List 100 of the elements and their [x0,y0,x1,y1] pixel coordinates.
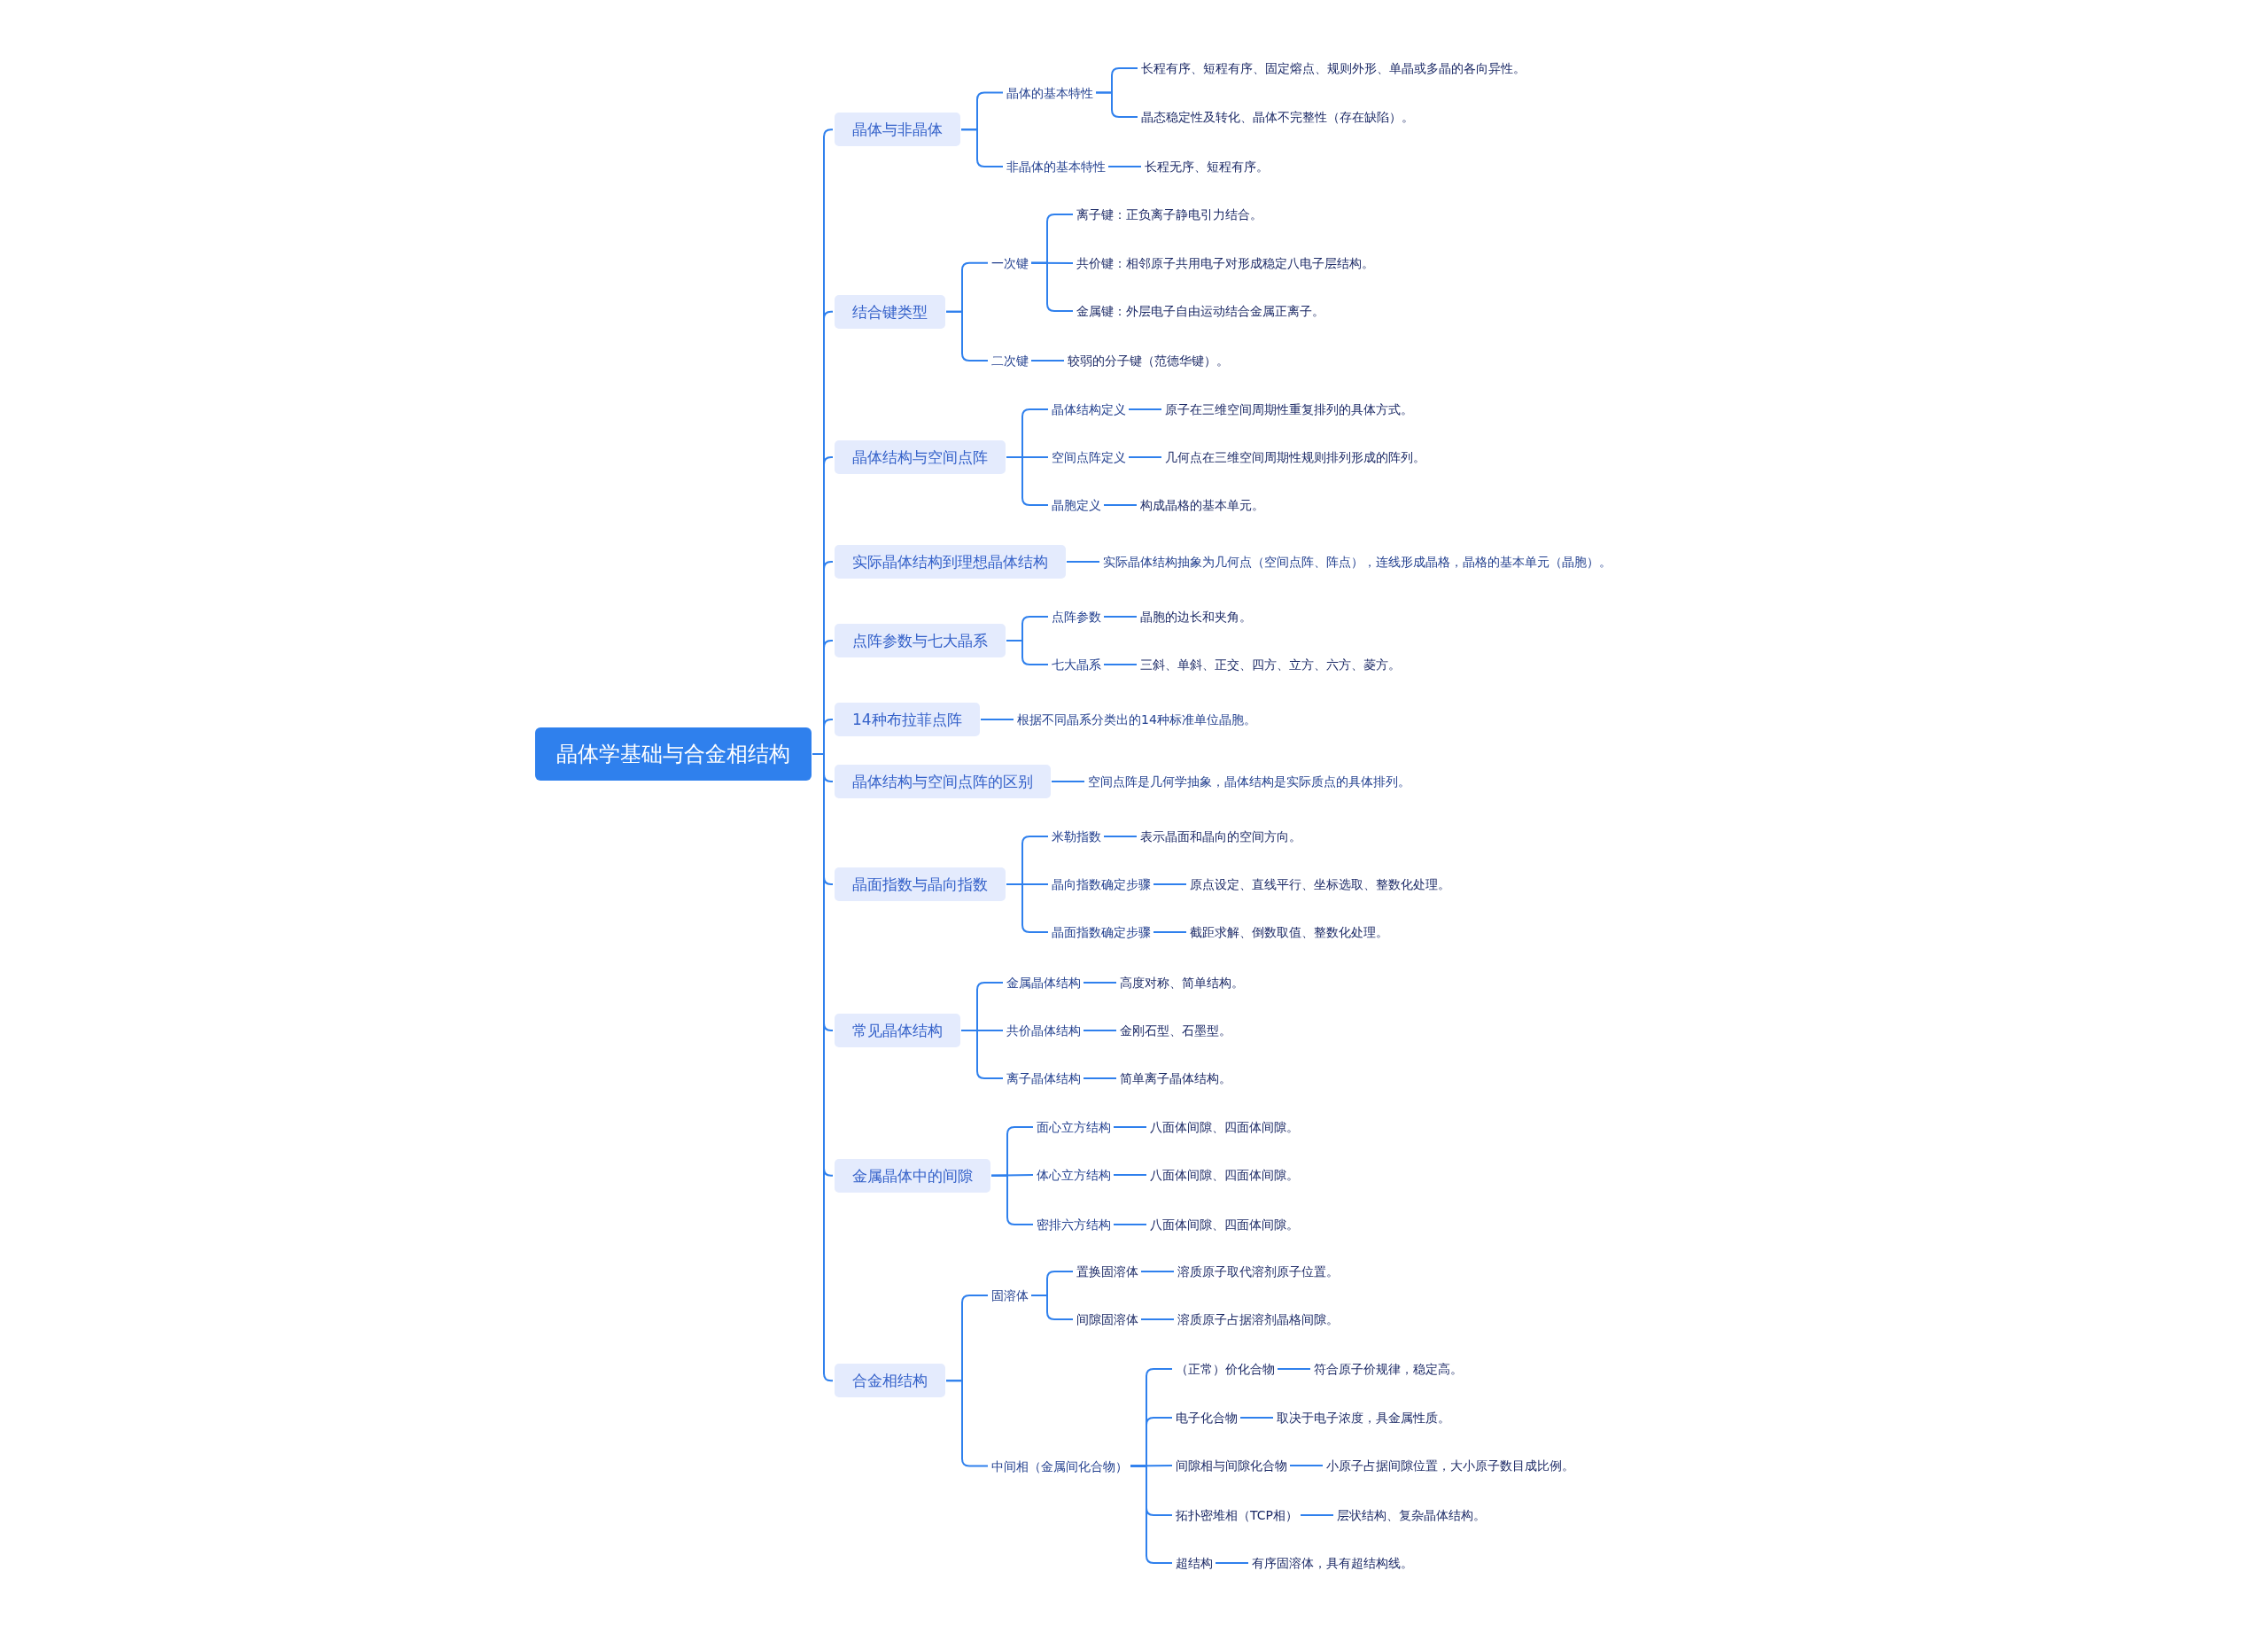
connector-line [1006,883,1049,933]
detail-text: 实际晶体结构抽象为几何点（空间点阵、阵点），连线形成晶格，晶格的基本单元（晶胞）。 [1101,553,1613,571]
subtopic-text: 中间相（金属间化合物） [990,1457,1130,1475]
subtopic-text: （正常）价化合物 [1174,1360,1277,1378]
detail-text: 高度对称、简单结构。 [1118,974,1246,991]
connector-line [980,719,1014,720]
detail-text: 溶质原子占据溶剂晶格间隙。 [1176,1310,1340,1328]
detail-text: 晶态稳定性及转化、晶体不完整性（存在缺陷）。 [1139,108,1416,126]
subtopic-text: 非晶体的基本特性 [1005,158,1107,175]
connector-line [1128,456,1162,458]
connector-line [1130,1465,1173,1564]
connector-line [1140,1318,1175,1320]
detail-text: 八面体间隙、四面体间隙。 [1148,1118,1301,1136]
detail-text: 长程无序、短程有序。 [1143,158,1270,175]
connector-line [1153,883,1187,885]
main-topic-box: 点阵参数与七大晶系 [835,624,1006,657]
detail-text: 原点设定、直线平行、坐标选取、整数化处理。 [1188,875,1452,893]
detail-text: 空间点阵是几何学抽象，晶体结构是实际质点的具体排列。 [1086,773,1412,790]
subtopic-text: 晶胞定义 [1050,496,1103,514]
subtopic-text: 置换固溶体 [1075,1263,1140,1280]
connector-line [1095,91,1138,118]
detail-text: 长程有序、短程有序、固定熔点、规则外形、单晶或多晶的各向异性。 [1139,59,1527,77]
subtopic-text: 七大晶系 [1050,656,1103,673]
root-topic-box: 晶体学基础与合金相结构 [535,727,812,781]
subtopic-text: 间隙相与间隙化合物 [1174,1457,1289,1474]
connector-line [1103,616,1138,618]
connector-line [945,310,989,362]
subtopic-text: 晶面指数确定步骤 [1050,923,1153,941]
subtopic-text: 金属晶体结构 [1005,974,1083,991]
detail-text: 根据不同晶系分类出的14种标准单位晶胞。 [1015,711,1258,728]
connector-line [1103,836,1138,837]
main-topic-box: 结合键类型 [835,294,945,329]
detail-text: 简单离子晶体结构。 [1118,1069,1233,1087]
detail-text: 离子键：正负离子静电引力结合。 [1075,206,1264,223]
detail-text: 几何点在三维空间周期性规则排列形成的阵列。 [1163,448,1427,466]
subtopic-text: 一次键 [990,253,1030,272]
main-topic-box: 晶体与非晶体 [835,113,960,147]
detail-text: 层状结构、复杂晶体结构。 [1335,1506,1487,1524]
connector-line [1107,166,1142,167]
subtopic-text: 体心立方结构 [1035,1166,1113,1184]
detail-text: 晶胞的边长和夹角。 [1138,608,1254,626]
connector-line [1289,1465,1324,1466]
detail-text: 截距求解、倒数取值、整数化处理。 [1188,923,1390,941]
connector-line [1153,931,1187,933]
subtopic-text: 拓扑密堆相（TCP相） [1174,1506,1300,1524]
subtopic-text: 间隙固溶体 [1075,1310,1140,1328]
subtopic-text: 空间点阵定义 [1050,448,1128,466]
connector-line [1113,1224,1147,1225]
connector-line [990,1174,1034,1225]
detail-text: 八面体间隙、四面体间隙。 [1148,1166,1301,1184]
detail-text: 小原子占据间隙位置，大小原子数目成比例。 [1324,1457,1576,1474]
connector-line [1030,360,1065,362]
main-topic-box: 金属晶体中的间隙 [835,1158,990,1193]
subtopic-text: 晶体的基本特性 [1005,83,1095,102]
connector-line [1006,640,1049,665]
subtopic-text: 晶体结构定义 [1050,400,1128,418]
subtopic-text: 电子化合物 [1174,1409,1239,1427]
detail-text: 八面体间隙、四面体间隙。 [1148,1216,1301,1233]
subtopic-text: 固溶体 [990,1287,1030,1304]
detail-text: 金刚石型、石墨型。 [1118,1022,1233,1039]
connector-line [1030,261,1074,312]
main-topic-box: 14种布拉菲点阵 [835,703,980,736]
connector-line [1140,1271,1175,1272]
detail-text: 原子在三维空间周期性重复排列的具体方式。 [1163,400,1415,418]
main-topic-box: 晶体结构与空间点阵的区别 [835,765,1051,798]
connector-line [960,128,1004,167]
connector-line [1030,1295,1074,1320]
subtopic-text: 晶向指数确定步骤 [1050,875,1153,893]
connector-line [1103,504,1138,506]
connector-line [1113,1126,1147,1128]
connector-line [1215,1562,1249,1564]
connector-line [1083,1030,1117,1031]
detail-text: 符合原子价规律，稳定高。 [1312,1360,1464,1378]
detail-text: 取决于电子浓度，具金属性质。 [1275,1409,1452,1427]
connector-line [1103,664,1138,665]
subtopic-text: 二次键 [990,352,1030,369]
main-topic-box: 晶面指数与晶向指数 [835,867,1006,901]
connector-line [1300,1514,1334,1516]
connector-line [1083,1077,1117,1079]
subtopic-text: 共价晶体结构 [1005,1022,1083,1039]
detail-text: 金属键：外层电子自由运动结合金属正离子。 [1075,302,1326,320]
connector-line [1277,1368,1311,1370]
connector-line [1239,1417,1274,1419]
subtopic-text: 超结构 [1174,1554,1215,1572]
connector-line [1051,781,1085,782]
connector-line [1113,1174,1147,1176]
detail-text: 共价键：相邻原子共用电子对形成稳定八电子层结构。 [1075,254,1376,272]
main-topic-box: 常见晶体结构 [835,1014,960,1047]
connector-line [1006,456,1049,506]
detail-text: 表示晶面和晶向的空间方向。 [1138,828,1303,845]
main-topic-box: 晶体结构与空间点阵 [835,440,1006,474]
subtopic-text: 点阵参数 [1050,608,1103,626]
detail-text: 有序固溶体，具有超结构线。 [1250,1554,1415,1572]
subtopic-text: 密排六方结构 [1035,1216,1113,1233]
connector-line [1066,561,1100,563]
main-topic-box: 实际晶体结构到理想晶体结构 [835,545,1066,579]
main-topic-box: 合金相结构 [835,1364,945,1398]
detail-text: 三斜、单斜、正交、四方、立方、六方、菱方。 [1138,656,1402,673]
connector-line [1128,408,1162,410]
detail-text: 构成晶格的基本单元。 [1138,496,1266,514]
